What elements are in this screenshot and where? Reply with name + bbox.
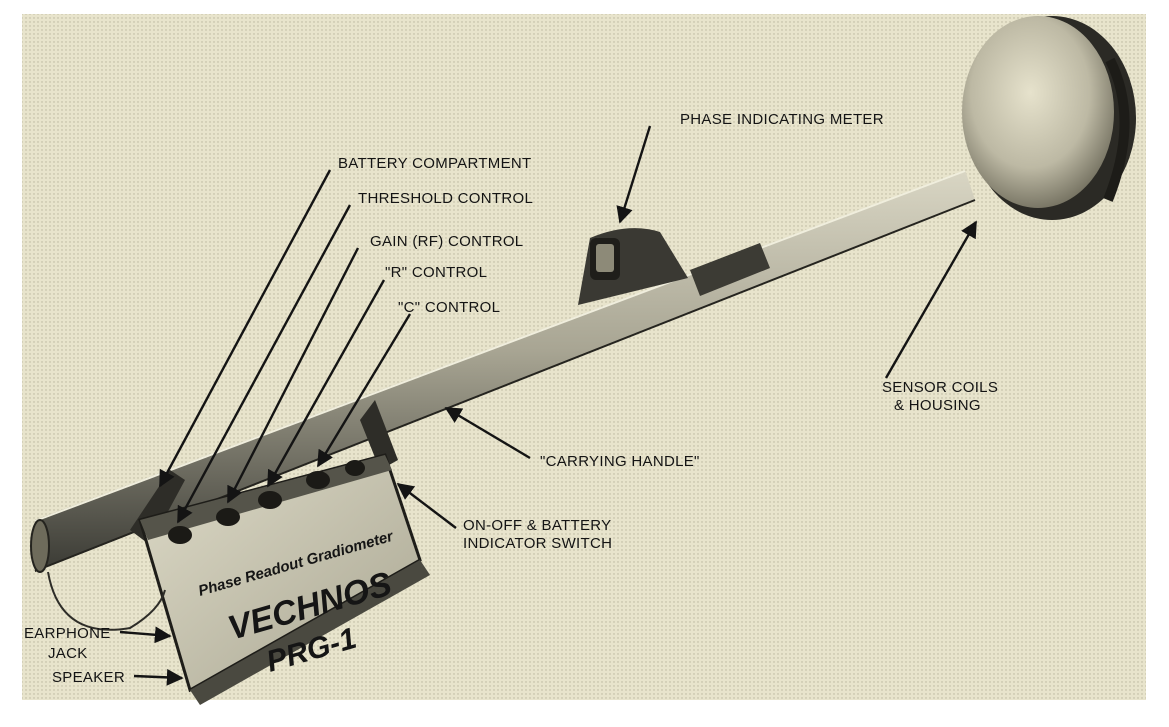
r-knob bbox=[258, 491, 282, 509]
label-onoff-line2: INDICATOR SWITCH bbox=[463, 535, 612, 552]
label-carrying-handle: "CARRYING HANDLE" bbox=[540, 453, 700, 470]
label-threshold-control: THRESHOLD CONTROL bbox=[358, 190, 533, 207]
gain-knob bbox=[216, 508, 240, 526]
leader-lines bbox=[119, 125, 978, 686]
label-sensor-line1: SENSOR COILS bbox=[882, 379, 998, 396]
label-battery-compartment: BATTERY COMPARTMENT bbox=[338, 155, 532, 172]
label-r-control: "R" CONTROL bbox=[385, 264, 487, 281]
label-earphone-line1: EARPHONE bbox=[24, 625, 111, 642]
earphone-cord bbox=[47, 571, 166, 631]
label-onoff-line1: ON-OFF & BATTERY bbox=[463, 517, 611, 534]
label-gain-control: GAIN (RF) CONTROL bbox=[370, 233, 523, 250]
labels: BATTERY COMPARTMENT THRESHOLD CONTROL GA… bbox=[24, 111, 998, 686]
label-sensor-line2: & HOUSING bbox=[894, 397, 981, 414]
c-knob bbox=[306, 471, 330, 489]
control-box: Phase Readout Gradiometer VECHNOS PRG-1 bbox=[138, 453, 430, 705]
label-phase-meter: PHASE INDICATING METER bbox=[680, 111, 884, 128]
control-knobs bbox=[168, 460, 365, 544]
label-speaker: SPEAKER bbox=[52, 669, 125, 686]
switch-knob bbox=[345, 460, 365, 476]
label-c-control: "C" CONTROL bbox=[398, 299, 500, 316]
sensor-coil-housing bbox=[962, 16, 1136, 220]
threshold-knob bbox=[168, 526, 192, 544]
label-earphone-line2: JACK bbox=[48, 645, 88, 662]
phase-meter bbox=[578, 228, 688, 305]
